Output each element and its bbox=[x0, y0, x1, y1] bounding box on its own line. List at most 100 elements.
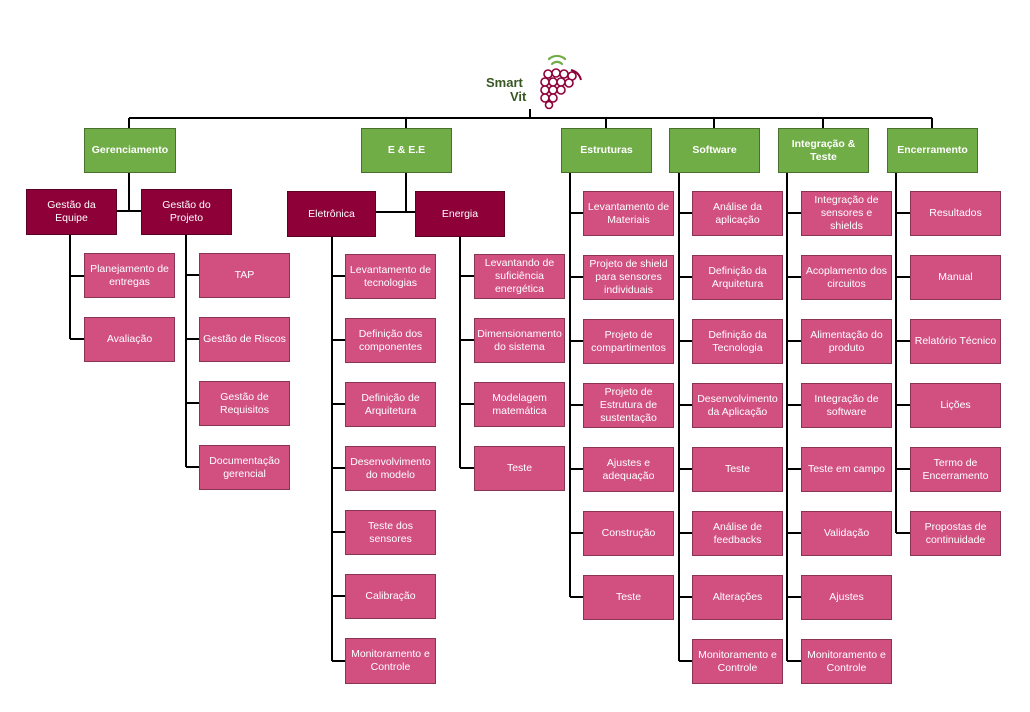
task-label: Dimensionamento do sistema bbox=[477, 327, 562, 353]
task-label: Integração de software bbox=[814, 392, 879, 418]
task-box: Lições bbox=[910, 383, 1001, 428]
logo-text-line1: Smart bbox=[486, 75, 523, 90]
task-label: Calibração bbox=[365, 590, 416, 602]
task-label: Construção bbox=[601, 527, 656, 539]
category-estruturas: Estruturas bbox=[561, 128, 652, 173]
task-label: Gestão de Requisitos bbox=[219, 390, 270, 416]
task-box: Termo de Encerramento bbox=[910, 447, 1001, 492]
task-label: Teste bbox=[724, 463, 751, 475]
task-label: Gestão de Riscos bbox=[203, 333, 286, 345]
task-label: Relatório Técnico bbox=[914, 335, 997, 347]
category-label: Gerenciamento bbox=[91, 144, 169, 156]
logo-text-line2: Vit bbox=[510, 89, 527, 104]
task-label: Manual bbox=[938, 271, 973, 283]
task-label: Monitoramento e Controle bbox=[807, 648, 886, 674]
task-box: Análise da aplicação bbox=[692, 191, 783, 236]
subgroup-label: Gestão da Equipe bbox=[47, 199, 96, 224]
task-box: Desenvolvimento do modelo bbox=[345, 446, 436, 491]
task-label: Ajustes e adequação bbox=[602, 456, 655, 482]
task-label: Avaliação bbox=[106, 333, 153, 345]
category-label: Integração & Teste bbox=[791, 137, 856, 163]
task-label: Documentação gerencial bbox=[209, 454, 280, 480]
task-box: Levantando de suficiência energética bbox=[474, 254, 565, 299]
task-box: Levantamento de tecnologias bbox=[345, 254, 436, 299]
category-label: Encerramento bbox=[897, 144, 968, 156]
task-box: Avaliação bbox=[84, 317, 175, 362]
task-label: Levantamento de Materiais bbox=[587, 200, 670, 226]
task-label: Lições bbox=[940, 399, 971, 411]
task-box: Gestão de Requisitos bbox=[199, 381, 290, 426]
task-box: Monitoramento e Controle bbox=[345, 638, 436, 684]
category-ee: E & E.E bbox=[361, 128, 452, 173]
task-box: Validação bbox=[801, 511, 892, 556]
task-label: Definição de Arquitetura bbox=[361, 391, 420, 417]
task-label: Levantando de suficiência energética bbox=[484, 257, 555, 295]
task-box: Planejamento de entregas bbox=[84, 253, 175, 298]
task-box: Resultados bbox=[910, 191, 1001, 236]
task-label: Teste bbox=[506, 462, 533, 474]
task-label: Desenvolvimento do modelo bbox=[350, 455, 431, 481]
task-box: Desenvolvimento da Aplicação bbox=[692, 383, 783, 428]
subgroup-label: Eletrônica bbox=[308, 207, 355, 220]
category-label: Estruturas bbox=[580, 144, 633, 156]
task-box: Análise de feedbacks bbox=[692, 511, 783, 556]
task-label: Teste bbox=[615, 591, 642, 603]
subgroup-label: Gestão do Projeto bbox=[162, 199, 211, 224]
smartvit-logo: Smart Vit bbox=[485, 52, 585, 110]
subgroup-energia: Energia bbox=[415, 191, 505, 237]
task-box: Teste bbox=[692, 447, 783, 492]
category-software: Software bbox=[669, 128, 760, 173]
task-label: Análise de feedbacks bbox=[712, 520, 763, 546]
task-box: Construção bbox=[583, 511, 674, 556]
task-label: Propostas de continuidade bbox=[924, 520, 987, 546]
task-box: Integração de software bbox=[801, 383, 892, 428]
task-box: Teste dos sensores bbox=[345, 510, 436, 555]
subgroup-gestao-projeto: Gestão do Projeto bbox=[141, 189, 232, 235]
task-label: Definição dos componentes bbox=[358, 327, 423, 353]
task-box: Propostas de continuidade bbox=[910, 511, 1001, 556]
task-label: Termo de Encerramento bbox=[922, 456, 989, 482]
task-box: Gestão de Riscos bbox=[199, 317, 290, 362]
task-label: Projeto de Estrutura de sustentação bbox=[599, 386, 658, 424]
grape-wifi-icon bbox=[540, 54, 582, 110]
task-box: Definição da Arquitetura bbox=[692, 255, 783, 300]
task-box: Alimentação do produto bbox=[801, 319, 892, 364]
task-box: Documentação gerencial bbox=[199, 445, 290, 490]
task-label: Definição da Tecnologia bbox=[708, 328, 767, 354]
subgroup-label: Energia bbox=[441, 207, 479, 220]
task-box: Acoplamento dos circuitos bbox=[801, 255, 892, 300]
task-box: Relatório Técnico bbox=[910, 319, 1001, 364]
task-box: Teste em campo bbox=[801, 447, 892, 492]
task-label: Modelagem matemática bbox=[492, 391, 547, 417]
task-label: Análise da aplicação bbox=[712, 200, 763, 226]
task-label: Planejamento de entregas bbox=[90, 262, 169, 288]
task-box: Ajustes bbox=[801, 575, 892, 620]
task-label: Teste em campo bbox=[807, 463, 886, 475]
task-box: Definição dos componentes bbox=[345, 318, 436, 363]
task-box: Manual bbox=[910, 255, 1001, 300]
category-label: E & E.E bbox=[387, 144, 426, 156]
task-box: Monitoramento e Controle bbox=[801, 639, 892, 684]
category-label: Software bbox=[692, 144, 737, 156]
task-label: Levantamento de tecnologias bbox=[349, 263, 432, 289]
task-label: Ajustes bbox=[829, 591, 864, 603]
task-label: Resultados bbox=[929, 207, 982, 219]
task-box: Dimensionamento do sistema bbox=[474, 318, 565, 363]
task-box: TAP bbox=[199, 253, 290, 298]
task-box: Definição da Tecnologia bbox=[692, 319, 783, 364]
task-label: Monitoramento e Controle bbox=[698, 648, 777, 674]
category-gerenciamento: Gerenciamento bbox=[84, 128, 176, 173]
task-box: Projeto de shield para sensores individu… bbox=[583, 255, 674, 300]
subgroup-gestao-equipe: Gestão da Equipe bbox=[26, 189, 117, 235]
task-label: Desenvolvimento da Aplicação bbox=[697, 392, 778, 418]
task-label: Definição da Arquitetura bbox=[708, 264, 767, 290]
task-box: Calibração bbox=[345, 574, 436, 619]
task-label: Projeto de shield para sensores individu… bbox=[589, 258, 668, 296]
task-label: TAP bbox=[234, 269, 255, 281]
task-label: Projeto de compartimentos bbox=[591, 328, 666, 354]
task-label: Acoplamento dos circuitos bbox=[805, 264, 888, 290]
task-label: Alterações bbox=[712, 591, 763, 603]
task-box: Alterações bbox=[692, 575, 783, 620]
task-box: Monitoramento e Controle bbox=[692, 639, 783, 684]
